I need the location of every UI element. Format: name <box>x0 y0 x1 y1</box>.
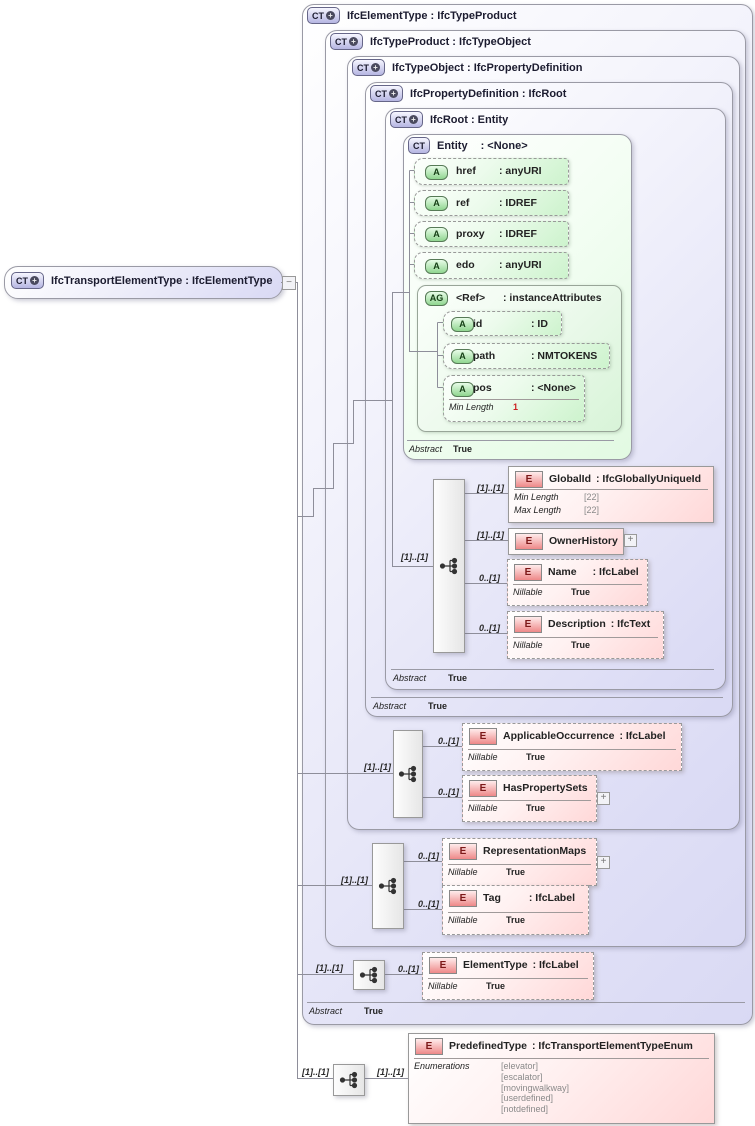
cardinality-haspropertysets: 0..[1] <box>438 787 460 797</box>
cardinality-ifcelementtype-seq: [1]..[1] <box>316 963 343 973</box>
a-badge: A <box>425 227 448 242</box>
element-ownerhistory[interactable]: E OwnerHistory <box>508 528 624 555</box>
plus-circle-icon: + <box>326 11 335 20</box>
cardinality-name: 0..[1] <box>479 573 501 583</box>
a-badge: A <box>451 317 474 332</box>
plus-circle-icon: + <box>389 89 398 98</box>
sequence-icon <box>378 877 397 895</box>
attr-group-type: : instanceAttributes <box>503 292 602 304</box>
sequence-compositor-ifcelementtype <box>353 960 385 990</box>
header-ifcroot: CT+ IfcRoot : Entity <box>390 111 508 128</box>
cardinality-tag: 0..[1] <box>418 899 440 909</box>
attribute-path: A path : NMTOKENS <box>443 343 610 369</box>
cardinality-globalid: [1]..[1] <box>477 483 504 493</box>
root-type-title: IfcTransportElementType : IfcElementType <box>51 274 273 287</box>
cardinality-ifctypeobject-seq: [1]..[1] <box>364 762 391 772</box>
ct-badge-icon: CT+ <box>370 85 403 102</box>
attribute-edo: A edo : anyURI <box>414 252 569 279</box>
a-badge: A <box>451 382 474 397</box>
plus-circle-icon: + <box>409 115 418 124</box>
ct-badge-icon: CT+ <box>352 59 385 76</box>
a-badge: A <box>451 349 474 364</box>
root-type-header: CT+ IfcTransportElementType : IfcElement… <box>11 272 272 289</box>
attr-group-name: <Ref> <box>456 292 486 304</box>
cardinality-description: 0..[1] <box>479 623 501 633</box>
header-ifcpropertydefinition: CT+ IfcPropertyDefinition : IfcRoot <box>370 85 566 102</box>
attribute-id: A id : ID <box>443 311 562 336</box>
plus-circle-icon: + <box>30 276 39 285</box>
plus-circle-icon: + <box>349 37 358 46</box>
cardinality-ifctypeproduct-seq: [1]..[1] <box>341 875 368 885</box>
sequence-compositor-main <box>333 1064 365 1096</box>
e-badge: E <box>514 564 542 581</box>
sequence-icon <box>398 765 417 783</box>
attribute-proxy: A proxy : IDREF <box>414 221 569 247</box>
cardinality-representationmaps: 0..[1] <box>418 851 440 861</box>
ct-badge-icon: CT <box>408 137 430 154</box>
sequence-icon <box>339 1071 358 1089</box>
sequence-compositor-ifcroot <box>433 479 465 653</box>
header-ifcelementtype: CT+ IfcElementType : IfcTypeProduct <box>307 7 517 24</box>
a-badge: A <box>425 259 448 274</box>
e-badge: E <box>514 616 542 633</box>
e-badge: E <box>449 890 477 907</box>
e-badge: E <box>449 843 477 860</box>
e-badge: E <box>515 471 543 488</box>
cardinality-main-seq: [1]..[1] <box>302 1067 329 1077</box>
element-globalid[interactable]: E GlobalId: IfcGloballyUniqueId Min Leng… <box>508 466 714 523</box>
cardinality-elementtype: 0..[1] <box>398 964 420 974</box>
e-badge: E <box>469 728 497 745</box>
expand-icon-haspropertysets[interactable]: + <box>597 792 610 805</box>
sequence-icon <box>359 966 378 984</box>
attribute-ref: A ref : IDREF <box>414 190 569 216</box>
ct-badge-icon: CT+ <box>307 7 340 24</box>
cardinality-predefinedtype: [1]..[1] <box>377 1067 404 1077</box>
header-ifctypeproduct: CT+ IfcTypeProduct : IfcTypeObject <box>330 33 531 50</box>
a-badge: A <box>425 196 448 211</box>
header-entity: CT Entity : <None> <box>408 137 528 154</box>
ct-badge-icon: CT+ <box>11 272 44 289</box>
e-badge: E <box>469 780 497 797</box>
attribute-href: A href : anyURI <box>414 158 569 185</box>
ct-badge-icon: CT+ <box>390 111 423 128</box>
root-type-box <box>4 266 283 299</box>
a-badge: A <box>425 165 448 180</box>
cardinality-ifcroot-seq: [1]..[1] <box>401 552 428 562</box>
expand-icon-ownerhistory[interactable]: + <box>624 534 637 547</box>
e-badge: E <box>415 1038 443 1055</box>
e-badge: E <box>429 957 457 974</box>
expand-icon-representationmaps[interactable]: + <box>597 856 610 869</box>
sequence-compositor-ifctypeobject <box>393 730 423 818</box>
plus-circle-icon: + <box>371 63 380 72</box>
cardinality-ownerhistory: [1]..[1] <box>477 530 504 540</box>
sequence-icon <box>439 557 458 575</box>
collapse-icon[interactable]: − <box>282 276 296 290</box>
ag-badge: AG <box>425 291 448 306</box>
sequence-compositor-ifctypeproduct <box>372 843 404 929</box>
header-ifctypeobject: CT+ IfcTypeObject : IfcPropertyDefinitio… <box>352 59 583 76</box>
cardinality-applicableoccurrence: 0..[1] <box>438 736 460 746</box>
e-badge: E <box>515 533 543 550</box>
element-predefinedtype[interactable]: E PredefinedType: IfcTransportElementTyp… <box>408 1033 715 1124</box>
ct-badge-icon: CT+ <box>330 33 363 50</box>
element-applicableoccurrence[interactable]: E ApplicableOccurrence: IfcLabel Nillabl… <box>462 723 682 771</box>
